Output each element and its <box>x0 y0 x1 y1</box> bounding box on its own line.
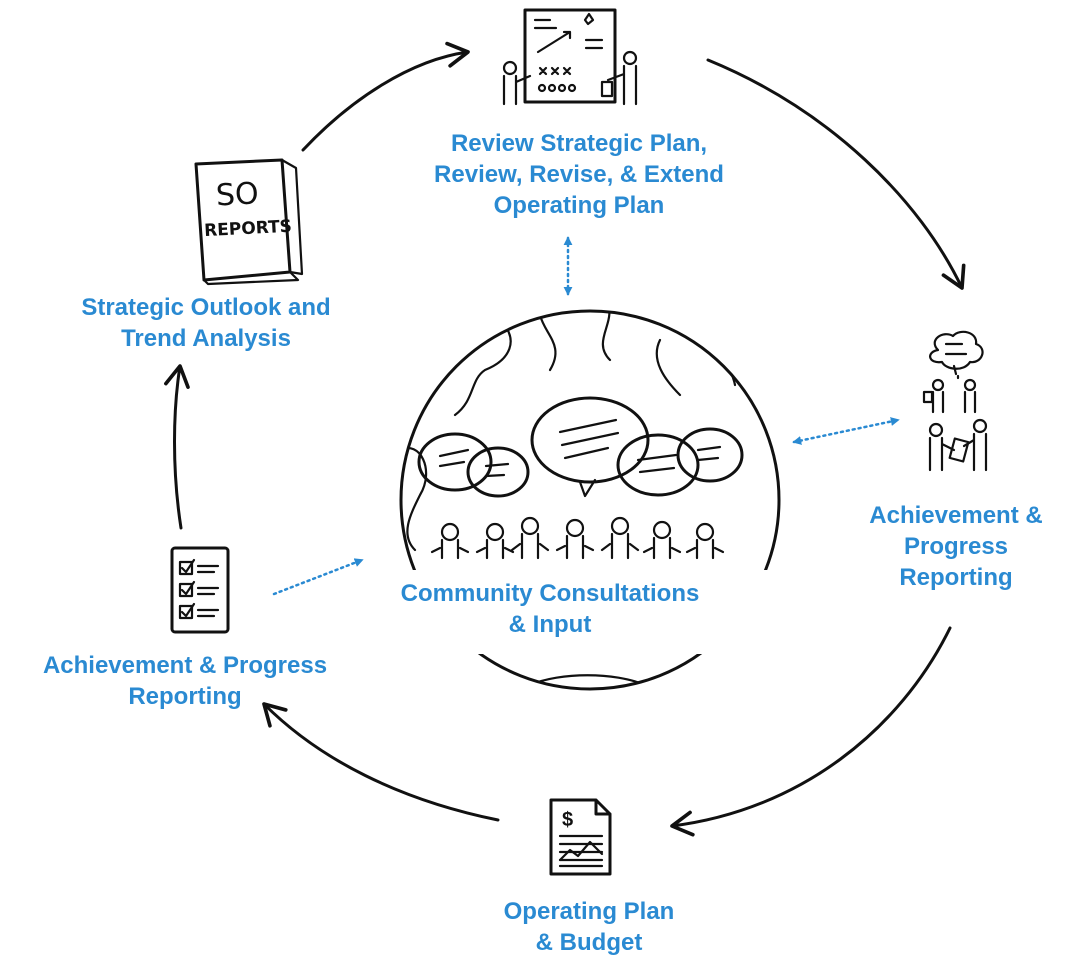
label-line: Operating Plan <box>493 192 665 219</box>
label-line: Reporting <box>899 564 1013 591</box>
label-community-consultations: Community Consultations & Input <box>360 578 740 640</box>
label-operating-plan: Operating Plan & Budget <box>464 896 714 958</box>
label-achievement-right: Achievement & Progress Reporting <box>856 500 1056 593</box>
label-line: Operating Plan <box>503 898 675 925</box>
label-line: Reporting <box>128 683 242 710</box>
arrow-achievement-to-strategic <box>164 364 190 530</box>
label-line: Achievement & Progress <box>42 652 328 679</box>
label-strategic-outlook: Strategic Outlook and Trend Analysis <box>36 292 376 354</box>
connector-achievement-center <box>792 417 900 445</box>
label-line: Achievement & <box>869 502 1043 529</box>
label-line: Community Consultations <box>400 580 700 607</box>
budget-document-icon: $ <box>549 798 612 876</box>
label-line: Review, Revise, & Extend <box>434 161 724 188</box>
arrow-achievement-to-operating <box>670 626 952 837</box>
label-line: & Input <box>508 611 592 638</box>
so-reports-icon: SO REPORTS <box>194 158 304 286</box>
arrow-operating-to-achievement <box>262 702 500 822</box>
label-line: Review Strategic Plan, <box>450 130 708 157</box>
svg-text:REPORTS: REPORTS <box>204 217 293 242</box>
people-meeting-icon <box>922 330 988 472</box>
label-line: Trend Analysis <box>121 325 291 352</box>
label-review-strategic-plan: Review Strategic Plan, Review, Revise, &… <box>414 128 744 221</box>
arrow-review-to-achievement <box>706 58 966 290</box>
arrow-strategic-to-review <box>301 41 470 152</box>
connector-checklist-center <box>272 558 364 596</box>
strategy-board-icon <box>502 8 638 106</box>
svg-text:SO: SO <box>215 176 259 213</box>
label-line: Strategic Outlook and <box>81 294 331 321</box>
label-line: & Budget <box>535 929 643 956</box>
community-globe-icon <box>380 309 800 691</box>
svg-text:$: $ <box>562 809 573 831</box>
label-line: Progress <box>903 533 1009 560</box>
label-achievement-left: Achievement & Progress Reporting <box>10 650 360 712</box>
checklist-icon <box>170 546 230 634</box>
